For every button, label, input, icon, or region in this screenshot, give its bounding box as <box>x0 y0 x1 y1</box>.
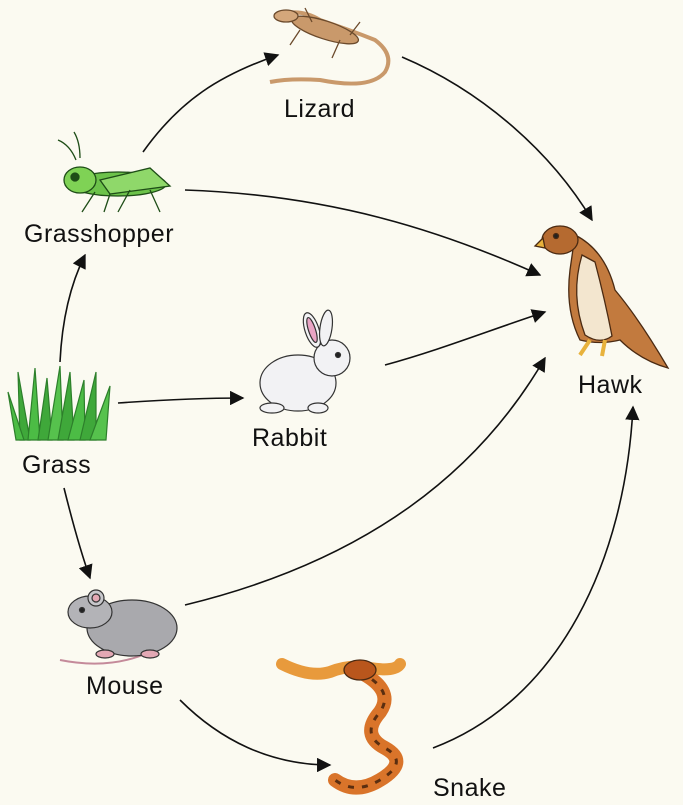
hawk-illustration <box>535 226 668 368</box>
arrow-rabbit-to-hawk <box>385 312 545 365</box>
arrow-mouse-to-snake <box>180 700 330 765</box>
arrow-grass-to-mouse <box>64 488 90 578</box>
mouse-label: Mouse <box>86 672 164 700</box>
grass-label: Grass <box>22 451 91 479</box>
grasshopper-illustration <box>58 132 170 212</box>
arrow-grasshopper-to-lizard <box>143 55 278 152</box>
grass-illustration <box>8 366 110 440</box>
arrow-mouse-to-hawk <box>185 358 545 605</box>
arrow-grass-to-rabbit <box>118 398 243 403</box>
rabbit-illustration <box>260 309 350 413</box>
lizard-label: Lizard <box>284 95 355 123</box>
arrow-grasshopper-to-hawk <box>185 190 540 275</box>
arrow-snake-to-hawk <box>433 407 633 748</box>
rabbit-label: Rabbit <box>252 424 327 452</box>
hawk-label: Hawk <box>578 371 643 399</box>
arrow-lizard-to-hawk <box>402 57 592 220</box>
mouse-illustration <box>60 590 177 664</box>
snake-illustration <box>282 660 400 788</box>
lizard-illustration <box>270 8 388 84</box>
snake-label: Snake <box>433 774 506 802</box>
grasshopper-label: Grasshopper <box>24 220 174 248</box>
links <box>60 55 633 765</box>
arrow-grass-to-grasshopper <box>60 255 85 362</box>
